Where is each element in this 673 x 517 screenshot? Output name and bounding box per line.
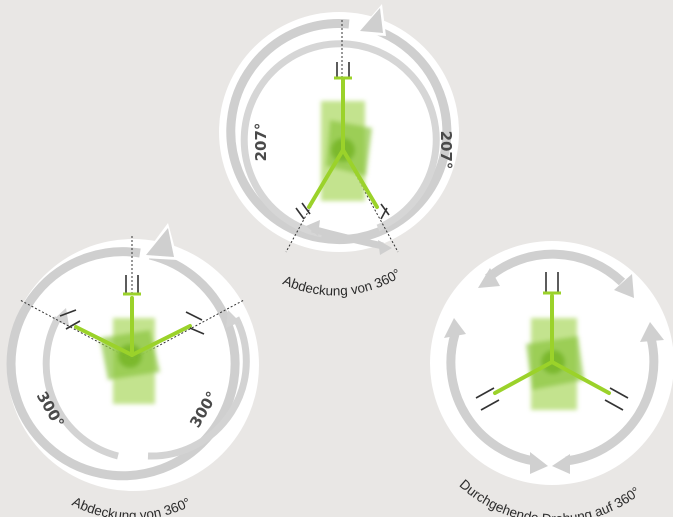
rotation-arrows-right xyxy=(446,249,659,466)
arms-right xyxy=(493,294,611,395)
outer-arrow-top xyxy=(226,19,452,244)
angle-label-top-left: 207° xyxy=(252,123,270,162)
diagram-left: 300° 300° xyxy=(6,223,259,491)
inner-arc-left-a xyxy=(42,316,119,460)
inner-arc-top xyxy=(240,40,440,238)
tools-top xyxy=(295,62,390,220)
outer-arrowhead-top-fill xyxy=(360,8,383,33)
caption-left: Abdeckung von 360° xyxy=(70,494,193,517)
rotation-arrowheads-right xyxy=(444,268,664,474)
machine-body-left xyxy=(100,318,160,404)
inner-arc-left-b xyxy=(147,316,250,460)
arms-left xyxy=(74,296,192,357)
angle-label-top-right: 207° xyxy=(437,131,455,170)
arms-top xyxy=(307,78,379,209)
tools-left xyxy=(59,275,205,335)
diagram-top: 207° 207° xyxy=(219,4,459,255)
guide-top-right xyxy=(341,149,399,253)
guide-top-left xyxy=(285,149,343,253)
diagram-right xyxy=(430,241,673,485)
tools-right xyxy=(475,272,629,411)
caption-top: Abdeckung von 360° xyxy=(281,266,404,299)
